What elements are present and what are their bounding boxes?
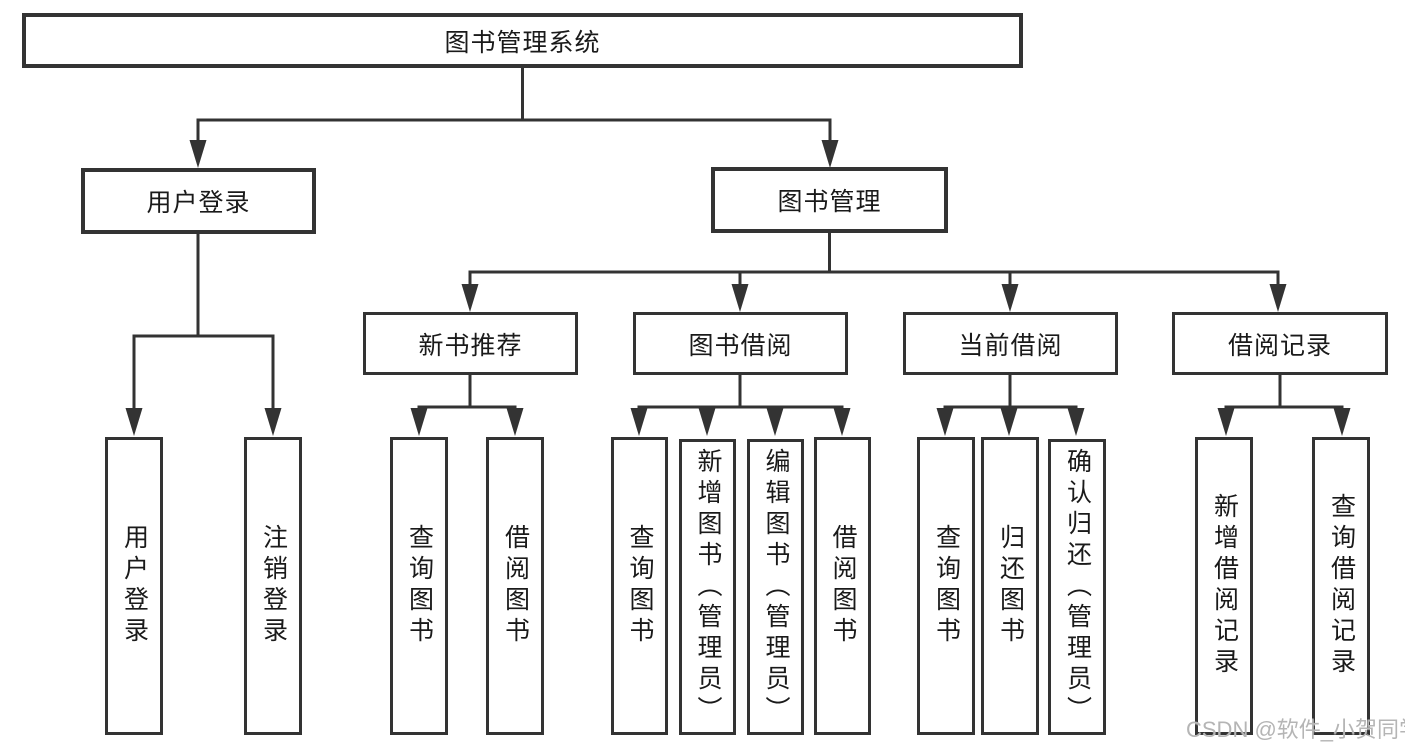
csdn-watermark: CSDN @软件_小贺同学 xyxy=(1186,717,1405,742)
node-library-management-system: 图书管理系统 xyxy=(22,13,1023,68)
leaf-add-borrowing-record: 新增借阅记录 xyxy=(1195,437,1253,735)
leaf-logout: 注销登录 xyxy=(244,437,302,735)
node-current-borrowing: 当前借阅 xyxy=(903,312,1118,375)
node-book-borrowing: 图书借阅 xyxy=(633,312,848,375)
leaf-return-books: 归还图书 xyxy=(981,437,1039,735)
leaf-query-books-borrowing: 查询图书 xyxy=(611,437,668,735)
node-borrowing-records: 借阅记录 xyxy=(1172,312,1388,375)
leaf-add-books-admin: 新增图书（管理员） xyxy=(679,439,736,735)
leaf-user-login: 用户登录 xyxy=(105,437,163,735)
leaf-borrow-books-recommend: 借阅图书 xyxy=(486,437,544,735)
leaf-edit-books-admin: 编辑图书（管理员） xyxy=(747,439,804,735)
leaf-confirm-return-admin: 确认归还（管理员） xyxy=(1048,439,1106,735)
leaf-query-books-recommend: 查询图书 xyxy=(390,437,448,735)
leaf-borrow-books-borrowing: 借阅图书 xyxy=(814,437,871,735)
node-user-login: 用户登录 xyxy=(81,168,316,234)
node-book-management: 图书管理 xyxy=(711,167,948,233)
leaf-query-borrowing-record: 查询借阅记录 xyxy=(1312,437,1370,735)
node-new-book-recommendation: 新书推荐 xyxy=(363,312,578,375)
leaf-query-books-current: 查询图书 xyxy=(917,437,975,735)
